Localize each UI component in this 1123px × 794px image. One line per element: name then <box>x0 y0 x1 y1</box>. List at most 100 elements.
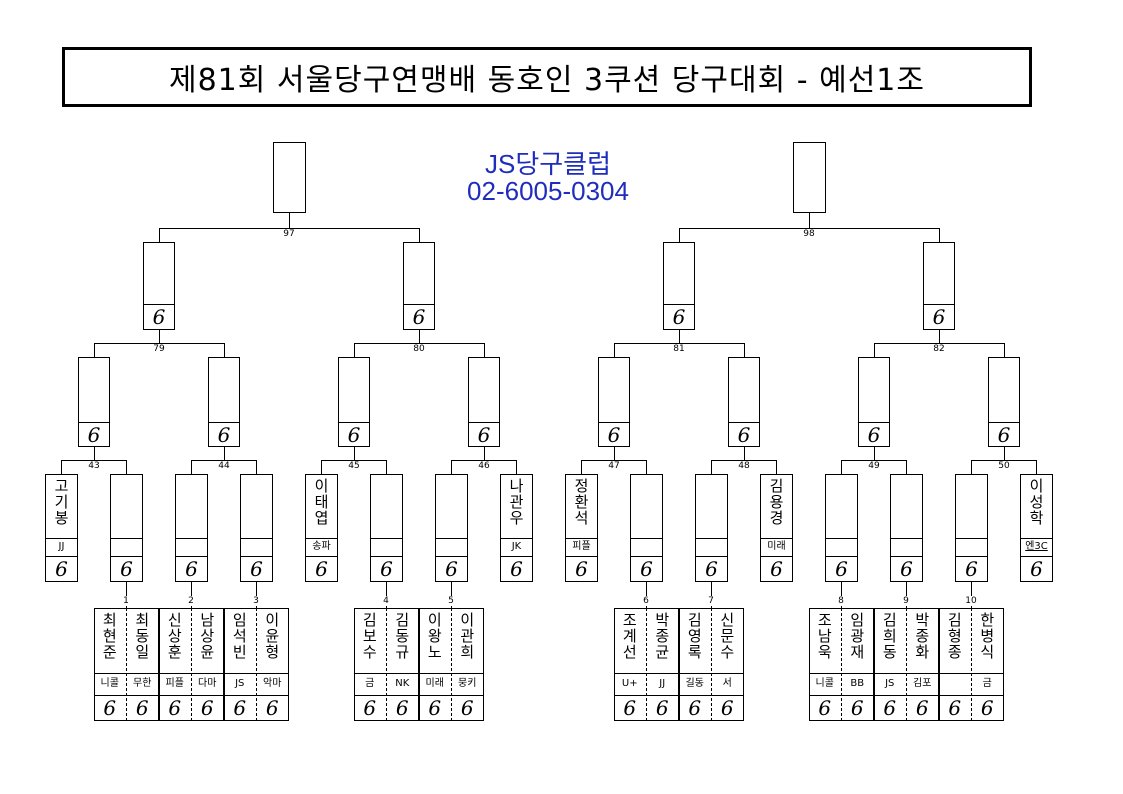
score-glyph: 6 <box>688 696 702 720</box>
bracket-line <box>955 556 988 557</box>
score-glyph: 6 <box>997 423 1011 447</box>
advance-slot <box>435 474 468 582</box>
advance-slot <box>858 357 890 447</box>
bracket-line <box>321 460 322 474</box>
bracket-line <box>923 304 955 305</box>
bracket-line <box>45 538 78 539</box>
score-glyph: 6 <box>103 696 117 720</box>
score-glyph: 6 <box>575 557 588 581</box>
bracket-line <box>646 460 647 474</box>
bracket-line <box>191 460 192 474</box>
match-number: 3 <box>251 596 261 606</box>
divider <box>971 608 972 721</box>
score-glyph: 6 <box>607 423 621 447</box>
divider <box>451 608 452 721</box>
player-club: 서 <box>722 678 732 689</box>
advance-slot <box>825 474 858 582</box>
advance-slot <box>630 474 663 582</box>
player-club: JS <box>885 678 895 689</box>
match-number: 46 <box>476 461 492 471</box>
bracket-line <box>614 447 615 460</box>
player-name: 남 상 윤 <box>200 611 215 661</box>
bracket-line <box>679 330 680 343</box>
score-glyph: 6 <box>315 557 328 581</box>
score-glyph: 6 <box>672 305 686 329</box>
player-name: 임 석 빈 <box>232 611 247 661</box>
advance-slot <box>468 357 500 447</box>
score-glyph: 6 <box>380 557 393 581</box>
player-name: 이 왕 노 <box>427 611 442 661</box>
score-glyph: 6 <box>233 696 247 720</box>
player-club: JK <box>511 541 522 552</box>
player-name: 박 종 균 <box>655 611 670 661</box>
divider <box>386 608 387 721</box>
score-glyph: 6 <box>980 696 994 720</box>
match-number: 81 <box>671 344 687 354</box>
match-number: 44 <box>216 461 232 471</box>
player-club: 다마 <box>198 678 217 689</box>
advance-slot <box>695 474 728 582</box>
player-name: 고 기 봉 <box>54 477 69 527</box>
bracket-line <box>598 422 630 423</box>
score-glyph: 6 <box>152 305 166 329</box>
bracket-line <box>565 538 598 539</box>
score-glyph: 6 <box>477 423 491 447</box>
player-slot <box>500 474 533 582</box>
score-glyph: 6 <box>200 696 214 720</box>
advance-slot <box>955 474 988 582</box>
player-slot <box>1020 474 1053 582</box>
advance-slot <box>988 357 1020 447</box>
bracket-line <box>321 460 386 461</box>
score-glyph: 6 <box>720 696 734 720</box>
bracket-line <box>256 460 257 474</box>
bracket-line <box>906 460 907 474</box>
match-number: 79 <box>151 344 167 354</box>
bracket-line <box>906 582 907 608</box>
score-glyph: 6 <box>867 423 881 447</box>
match-number: 9 <box>901 596 911 606</box>
score-glyph: 6 <box>623 696 637 720</box>
player-name: 나 관 우 <box>509 477 524 527</box>
score-glyph: 6 <box>510 557 523 581</box>
bracket-line <box>354 343 484 344</box>
bracket-line <box>663 304 695 305</box>
bracket-line <box>126 582 127 608</box>
bracket-line <box>841 460 906 461</box>
bracket-line <box>728 422 760 423</box>
player-name: 한 병 식 <box>980 611 995 661</box>
bracket-line <box>305 538 338 539</box>
bracket-line <box>971 460 972 474</box>
bracket-line <box>695 538 728 539</box>
player-name: 김 보 수 <box>362 611 377 661</box>
bracket-line <box>159 228 419 229</box>
bracket-line <box>468 422 500 423</box>
player-name: 이 태 엽 <box>314 477 329 527</box>
player-club: 니콜 <box>815 678 834 689</box>
bracket-line <box>289 213 290 228</box>
bracket-line <box>175 538 208 539</box>
bracket-line <box>61 460 126 461</box>
advance-slot <box>175 474 208 582</box>
bracket-line <box>224 343 225 357</box>
bracket-line <box>695 556 728 557</box>
bracket-line <box>191 460 256 461</box>
bracket-line <box>500 538 533 539</box>
bracket-line <box>175 556 208 557</box>
score-glyph: 6 <box>1030 557 1043 581</box>
bracket-line <box>646 582 647 608</box>
player-club: 엔3C <box>1025 541 1048 552</box>
sponsor-name: JS당구클럽 <box>484 149 612 179</box>
player-club: 뭉키 <box>458 678 477 689</box>
match-number: 47 <box>606 461 622 471</box>
score-glyph: 6 <box>412 305 426 329</box>
bracket-line <box>224 447 225 460</box>
advance-slot <box>143 242 175 330</box>
score-glyph: 6 <box>705 557 718 581</box>
bracket-line <box>45 556 78 557</box>
bracket-line <box>581 460 582 474</box>
player-name: 정 환 석 <box>574 477 589 527</box>
match-number: 80 <box>411 344 427 354</box>
final-winner-slot <box>793 142 826 213</box>
advance-slot <box>598 357 630 447</box>
player-name: 이 관 희 <box>460 611 475 661</box>
